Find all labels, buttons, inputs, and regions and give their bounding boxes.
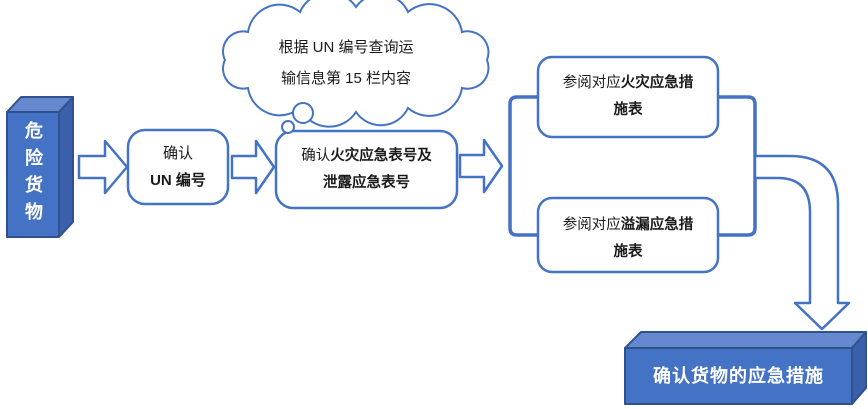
merge-bracket-connector [716, 95, 757, 237]
start-box-side-face [58, 96, 74, 238]
thought-cloud [222, 0, 490, 128]
flow-arrow-3 [458, 138, 504, 194]
node-confirm-un [126, 128, 230, 206]
final-box-front-face [624, 347, 853, 405]
cloud-tail-bubble-large [292, 102, 314, 124]
start-box-front-face [6, 111, 60, 238]
split-bracket-connector [508, 95, 540, 237]
cloud-tail-bubble-small [281, 120, 295, 134]
bent-down-arrow [753, 154, 851, 331]
start-box-3d [6, 96, 74, 238]
flow-arrow-2 [230, 139, 276, 195]
node-fire-table [536, 55, 720, 139]
final-box-3d [624, 331, 867, 405]
final-box-top-face [624, 331, 867, 349]
node-confirm-tables [274, 129, 459, 210]
node-spill-table [536, 196, 720, 274]
flow-arrow-1 [77, 139, 129, 195]
